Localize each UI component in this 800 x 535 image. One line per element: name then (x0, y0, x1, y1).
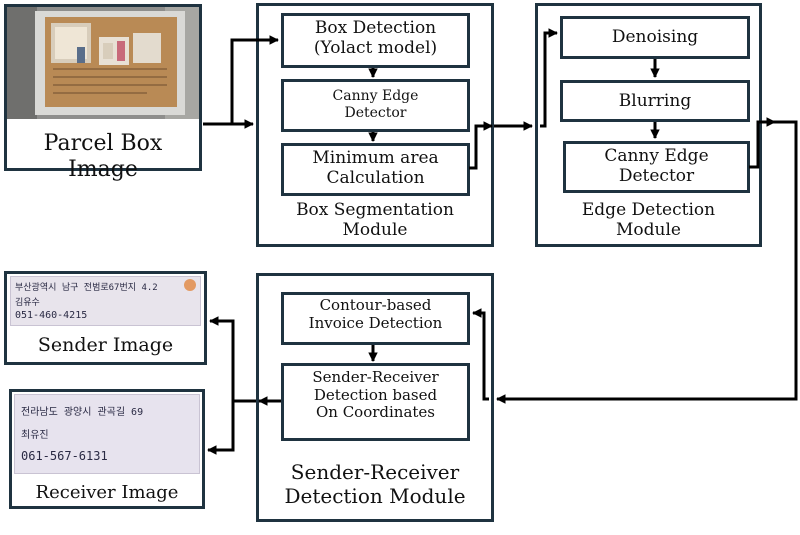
canny-edge-step-2: Canny Edge Detector (563, 141, 750, 193)
canny-edge-label-2: Canny Edge Detector (604, 146, 709, 187)
parcel-box-label: Parcel Box Image (43, 131, 163, 182)
canny-edge-step-1: Canny Edge Detector (281, 79, 470, 132)
arrow-to-receiver-image (207, 401, 235, 455)
arrow-minarea-to-exit (469, 121, 493, 170)
denoising-label: Denoising (611, 27, 699, 47)
receiver-name-line: 최유진 (21, 430, 49, 441)
sender-photo: 부산광역시 남구 전범로67번지 4.2 김유수 051-460-4215 (10, 276, 201, 326)
receiver-image-panel: 전라남도 광양시 관곡길 69 최유진 061-567-6131 Receive… (9, 389, 205, 509)
box-detection-step: Box Detection (Yolact model) (281, 13, 470, 68)
sender-image-panel: 부산광역시 남구 전범로67번지 4.2 김유수 051-460-4215 Se… (4, 271, 207, 365)
arrow-edge-entry-to-denoising (540, 28, 558, 128)
sender-image-label: Sender Image (37, 334, 174, 356)
receiver-photo: 전라남도 광양시 관곡길 69 최유진 061-567-6131 (14, 394, 200, 474)
arrow-canny-to-exit (749, 117, 776, 169)
box-detection-label: Box Detection (Yolact model) (313, 18, 438, 59)
sender-phone-line: 051-460-4215 (15, 310, 88, 321)
parcel-box-photo (7, 7, 199, 119)
parcel-box-panel: Parcel Box Image (4, 4, 202, 182)
contour-detection-step: Contour-based Invoice Detection (281, 292, 470, 345)
arrow-to-sender-image (209, 316, 256, 403)
receiver-address-line: 전라남도 광양시 관곡길 69 (21, 407, 144, 418)
box-segmentation-title: Box Segmentation Module (296, 200, 454, 241)
arrow-entry-to-contour (472, 308, 489, 401)
sender-address-line: 부산광역시 남구 전범로67번지 4.2 (15, 283, 158, 293)
receiver-phone-line: 061-567-6131 (21, 449, 108, 463)
blurring-step: Blurring (560, 80, 750, 122)
contour-detection-label: Contour-based Invoice Detection (308, 296, 443, 332)
sender-name-line: 김유수 (15, 298, 40, 308)
minimum-area-label: Minimum area Calculation (312, 148, 439, 189)
sender-stamp (184, 279, 196, 291)
arrow-edge-to-sender-receiver (496, 120, 798, 404)
blurring-label: Blurring (618, 91, 692, 111)
parcel-photo-graphic (7, 7, 199, 119)
coordinate-detection-label: Sender-Receiver Detection based On Coord… (312, 368, 439, 422)
canny-edge-label-1: Canny Edge Detector (332, 88, 419, 121)
receiver-image-label: Receiver Image (35, 482, 179, 503)
denoising-step: Denoising (560, 16, 750, 59)
coordinate-detection-step: Sender-Receiver Detection based On Coord… (281, 363, 470, 441)
minimum-area-step: Minimum area Calculation (281, 143, 470, 196)
sender-receiver-title: Sender-Receiver Detection Module (284, 460, 466, 508)
arrow-parcel-to-segmentation (203, 35, 279, 126)
edge-detection-title: Edge Detection Module (581, 200, 716, 241)
